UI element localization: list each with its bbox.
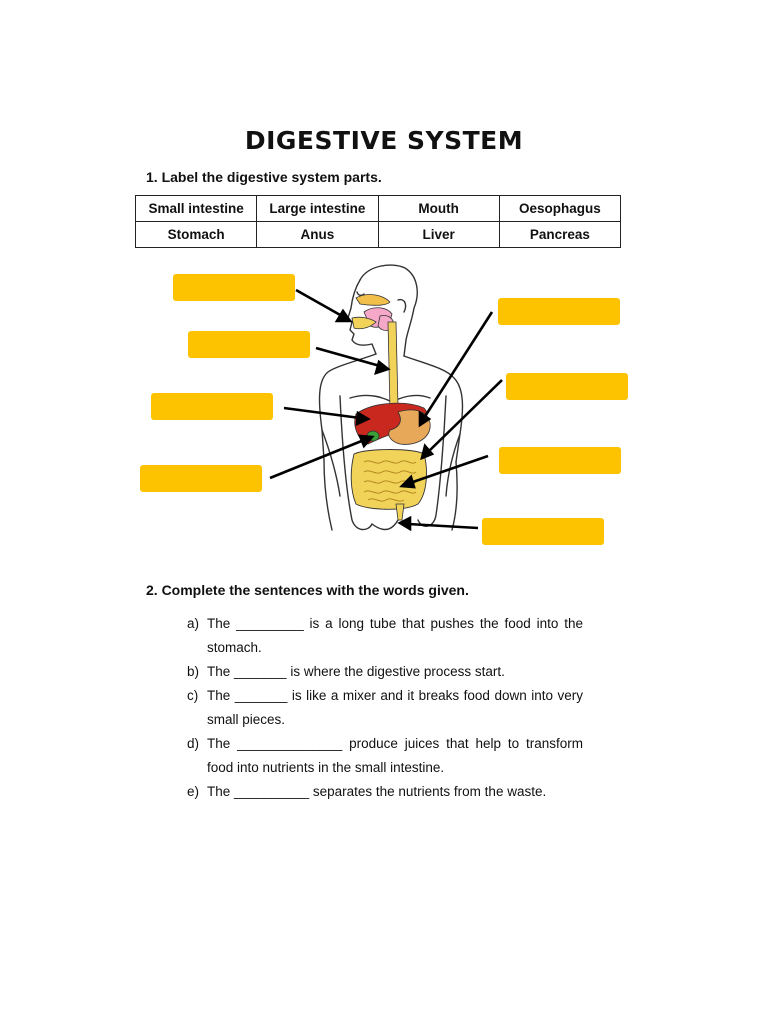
word-bank-row: Small intestine Large intestine Mouth Oe… xyxy=(134,195,622,222)
label-answer-box[interactable] xyxy=(482,518,604,545)
label-answer-box[interactable] xyxy=(140,465,262,492)
stomach-organ xyxy=(388,409,431,445)
sentence-item: b) The _______ is where the digestive pr… xyxy=(187,660,583,684)
anus-organ xyxy=(395,503,405,521)
label-answer-box[interactable] xyxy=(498,298,620,325)
mouth-organs xyxy=(351,294,395,331)
word-bank-row: Stomach Anus Liver Pancreas xyxy=(134,221,622,248)
sentence-text[interactable]: The _________ is a long tube that pushes… xyxy=(207,616,583,655)
sentence-text[interactable]: The ______________ produce juices that h… xyxy=(207,736,583,775)
sentence-letter: d) xyxy=(187,736,200,751)
sentence-text[interactable]: The _______ is where the digestive proce… xyxy=(207,664,505,679)
word-bank-cell: Stomach xyxy=(134,221,258,248)
label-answer-box[interactable] xyxy=(188,331,310,358)
sentence-item: a) The _________ is a long tube that pus… xyxy=(187,612,583,660)
sentence-text[interactable]: The _______ is like a mixer and it break… xyxy=(207,688,583,727)
pointer-arrows xyxy=(269,288,503,532)
oesophagus-organ xyxy=(387,321,399,411)
gallbladder-organ xyxy=(366,430,380,442)
word-bank-cell: Anus xyxy=(256,221,379,248)
sentence-text[interactable]: The __________ separates the nutrients f… xyxy=(207,784,547,799)
sentences-list: a) The _________ is a long tube that pus… xyxy=(187,612,583,804)
sentence-item: d) The ______________ produce juices tha… xyxy=(187,732,583,780)
sentence-letter: b) xyxy=(187,664,200,679)
label-answer-box[interactable] xyxy=(151,393,273,420)
body-outline xyxy=(318,264,464,531)
question-2-heading: 2. Complete the sentences with the words… xyxy=(146,582,469,598)
word-bank-cell: Mouth xyxy=(377,195,500,222)
sentence-letter: a) xyxy=(187,616,200,631)
word-bank-cell: Large intestine xyxy=(256,195,379,222)
word-bank-table: Small intestine Large intestine Mouth Oe… xyxy=(134,195,622,248)
liver-organ xyxy=(354,402,428,445)
large-intestine-organ xyxy=(350,449,427,510)
sentence-item: c) The _______ is like a mixer and it br… xyxy=(187,684,583,732)
word-bank-cell: Pancreas xyxy=(498,221,622,248)
word-bank-cell: Liver xyxy=(377,221,500,248)
label-answer-box[interactable] xyxy=(499,447,621,474)
question-1-heading: 1. Label the digestive system parts. xyxy=(146,169,382,185)
label-answer-box[interactable] xyxy=(506,373,628,400)
word-bank-cell: Small intestine xyxy=(134,195,258,222)
label-answer-box[interactable] xyxy=(173,274,295,301)
sentence-letter: c) xyxy=(187,688,199,703)
sentence-item: e) The __________ separates the nutrient… xyxy=(187,780,583,804)
small-intestine-organ xyxy=(363,460,417,502)
sentence-letter: e) xyxy=(187,784,200,799)
word-bank-cell: Oesophagus xyxy=(498,195,622,222)
worksheet-title: DIGESTIVE SYSTEM xyxy=(244,126,524,155)
